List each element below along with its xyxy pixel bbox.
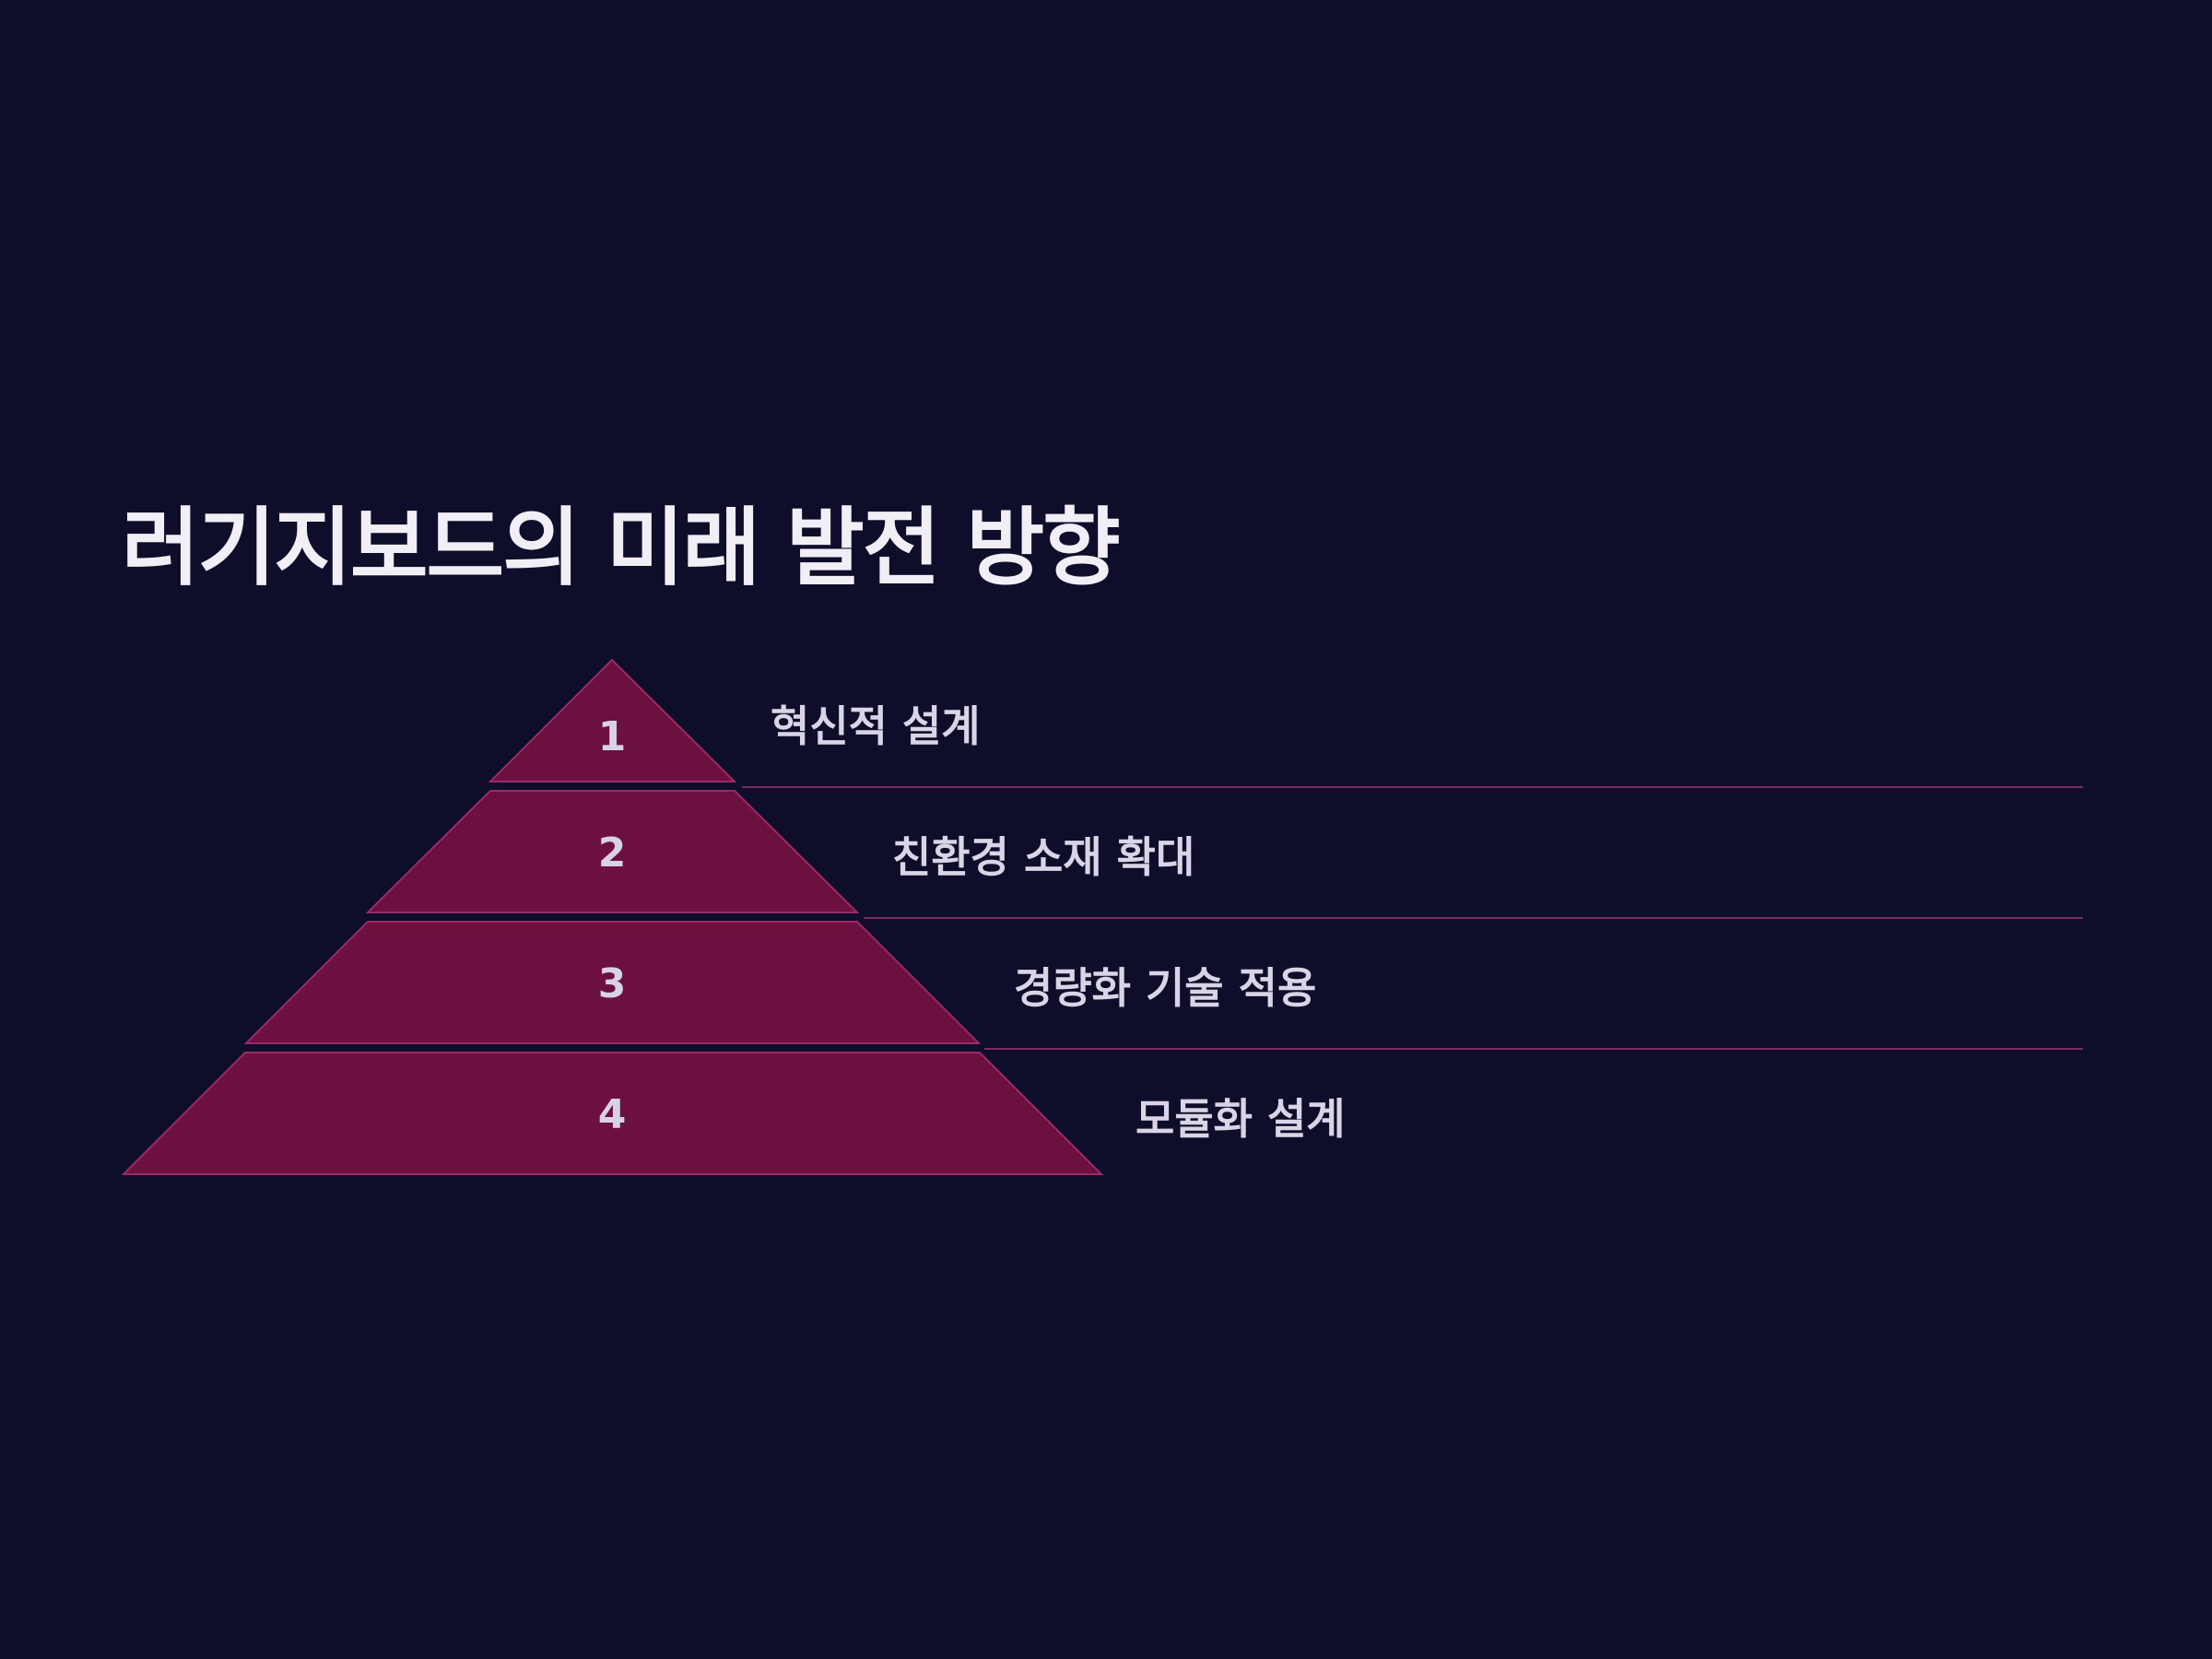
tier-label-1: 혁신적 설계: [771, 701, 981, 751]
pyramid-tier-2: [365, 790, 860, 913]
pyramid-tier-4: [121, 1052, 1104, 1175]
tier-number-2: 2: [598, 830, 627, 877]
tier-number-1: 1: [598, 713, 627, 760]
pyramid-tier-3: [243, 921, 982, 1044]
tier-label-2: 친환경 소재 확대: [892, 832, 1195, 882]
tier-label-3: 경량화 기술 적용: [1014, 963, 1317, 1013]
pyramid-tier-1: [488, 658, 737, 782]
tier-label-4: 모듈화 설계: [1135, 1094, 1346, 1144]
slide-title: 러기지보드의 미래 발전 방향: [122, 499, 1121, 597]
tier-number-3: 3: [598, 960, 627, 1007]
tier-number-4: 4: [598, 1091, 627, 1138]
